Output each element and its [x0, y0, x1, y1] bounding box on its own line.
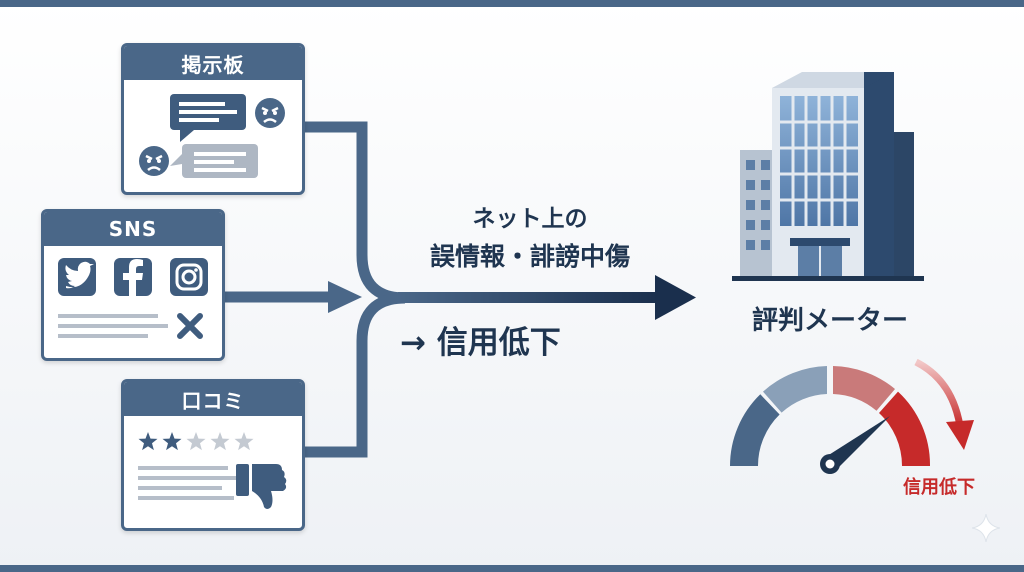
gauge-segment-3 [833, 366, 895, 411]
angry-chat-icon [139, 94, 285, 178]
card-title: 口コミ [124, 382, 302, 416]
close-icon [177, 313, 203, 339]
decline-arrow-icon [914, 358, 974, 450]
office-building-icon [732, 72, 924, 281]
connector-board [300, 121, 406, 304]
card-bulletin-board: 掲示板 [121, 43, 305, 195]
instagram-icon [170, 258, 208, 296]
main-arrow-head [655, 275, 696, 320]
main-arrow-shaft [398, 292, 658, 303]
gauge-segment-4 [879, 391, 931, 466]
gauge-needle [824, 416, 890, 470]
twitter-icon [58, 258, 96, 296]
reputation-gauge [730, 366, 931, 474]
gauge-decline-label: 信用低下 [903, 477, 975, 498]
facebook-icon [114, 258, 152, 296]
result-label: → 信用低下 [400, 325, 561, 361]
sparkle-icon [972, 514, 1000, 542]
connector-reviews [300, 292, 406, 458]
star-filled-icon [138, 432, 158, 451]
review-content [138, 432, 287, 509]
top-border [0, 0, 1024, 7]
star-filled-icon [162, 432, 182, 451]
bottom-border [0, 565, 1024, 572]
card-reviews: 口コミ [121, 379, 305, 531]
star-empty-icon [210, 432, 230, 451]
arrow-label-line2: 誤情報・誹謗中傷 [429, 242, 630, 271]
gauge-segment-2 [763, 366, 827, 413]
card-title: SNS [44, 212, 222, 246]
thumbs-down-icon [236, 464, 287, 509]
card-sns: SNS [41, 209, 225, 361]
connector-sns-arrowhead [328, 281, 362, 313]
sns-icons [58, 258, 208, 339]
star-empty-icon [186, 432, 206, 451]
star-empty-icon [234, 432, 254, 451]
meter-title: 評判メーター [751, 306, 908, 336]
arrow-label-line1: ネット上の [472, 206, 588, 232]
gauge-segment-1 [730, 394, 780, 466]
card-title: 掲示板 [124, 46, 302, 80]
